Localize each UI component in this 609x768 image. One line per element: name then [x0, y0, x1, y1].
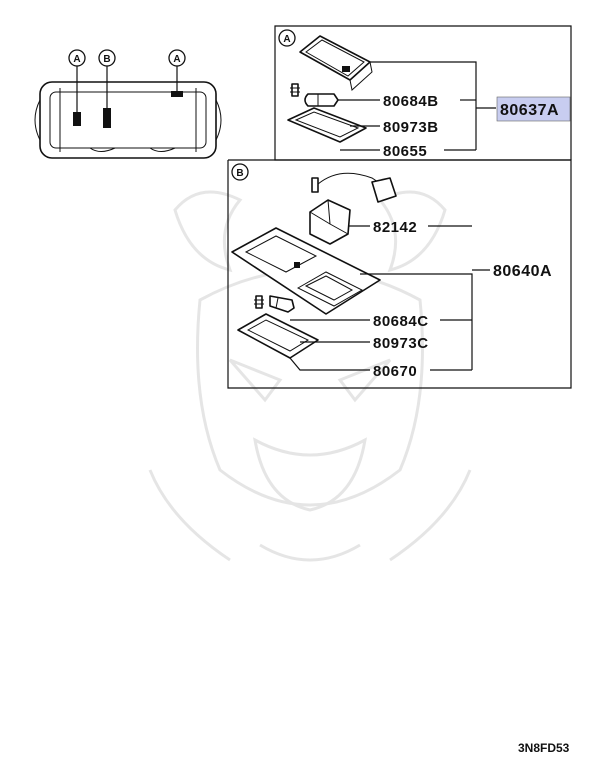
- svg-text:B: B: [103, 54, 110, 65]
- part-number-80640a: 80640A: [493, 263, 552, 280]
- b-housing-top-part: [231, 227, 381, 315]
- highlight-80637a: [496, 96, 571, 122]
- box-a-label: A: [278, 29, 296, 47]
- b-switch-part: [309, 172, 397, 245]
- part-number-80684b: 80684B: [383, 93, 439, 110]
- svg-text:A: A: [173, 54, 180, 65]
- box-b-frame: [227, 159, 572, 389]
- part-number-80973b: 80973B: [383, 119, 439, 136]
- b-screw-part: [254, 295, 264, 309]
- part-number-80684c: 80684C: [373, 313, 429, 330]
- callout-b: B: [98, 49, 116, 67]
- b-bulb-part: [269, 295, 295, 313]
- part-number-80655: 80655: [383, 143, 427, 160]
- svg-text:B: B: [236, 168, 243, 179]
- part-number-80637a: 80637A: [500, 102, 559, 119]
- leader-a-housing-top: [370, 61, 477, 150]
- callout-a-front: A: [68, 49, 86, 67]
- box-b-label: B: [231, 163, 249, 181]
- lamp-marker-b: [103, 108, 111, 128]
- vehicle-top-view: [34, 66, 222, 159]
- leader-b-housing: [289, 357, 370, 371]
- leader-b-housing-top: [360, 273, 473, 370]
- a-housing-top-part: [299, 35, 373, 91]
- part-number-80973c: 80973C: [373, 335, 429, 352]
- part-number-82142: 82142: [373, 219, 417, 236]
- diagram-code: 3N8FD53: [518, 741, 570, 755]
- svg-text:A: A: [73, 54, 80, 65]
- lamp-marker-a-rear: [171, 91, 183, 97]
- svg-text:A: A: [283, 34, 290, 45]
- b-lens-part: [237, 313, 319, 359]
- callout-a-rear: A: [168, 49, 186, 67]
- a-bulb-part: [304, 93, 339, 107]
- lamp-marker-a-front: [73, 112, 81, 126]
- a-screw-part: [290, 83, 300, 97]
- part-number-80670: 80670: [373, 363, 417, 380]
- a-lens-part: [287, 107, 367, 143]
